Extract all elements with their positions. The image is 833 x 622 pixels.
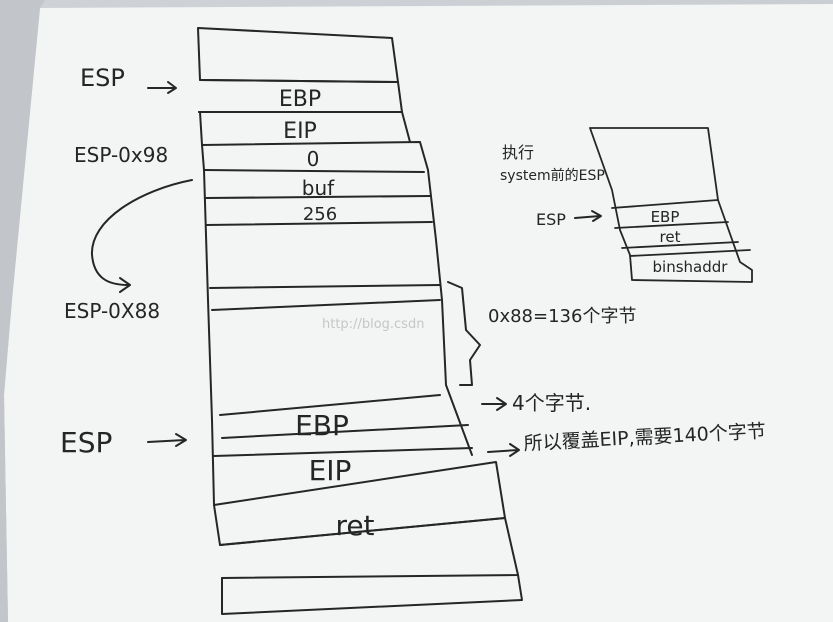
side-caption-line2: system前的ESP bbox=[500, 167, 605, 184]
annotation-136-bytes: 0x88=136个字节 bbox=[488, 306, 636, 327]
side-cell-binshaddr: binshaddr bbox=[653, 258, 729, 276]
cell-eip-bottom: EIP bbox=[309, 454, 352, 487]
label-esp-0x98: ESP-0x98 bbox=[74, 143, 168, 167]
cell-ebp-bottom: EBP bbox=[295, 409, 349, 442]
arrow-esp-top bbox=[147, 81, 177, 94]
cell-buf: buf bbox=[302, 176, 335, 200]
side-label-esp: ESP bbox=[536, 210, 566, 229]
cell-zero: 0 bbox=[307, 147, 320, 171]
label-esp-0x88: ESP-0X88 bbox=[64, 299, 160, 323]
side-caption-line1: 执行 bbox=[502, 143, 534, 162]
arrows bbox=[90, 81, 602, 457]
label-esp-top: ESP bbox=[80, 64, 125, 92]
arrow-overwrite bbox=[487, 443, 520, 457]
arrow-side-esp bbox=[574, 210, 602, 222]
cell-256: 256 bbox=[303, 204, 337, 225]
paper-shadow-edge bbox=[0, 0, 45, 622]
side-cell-ret: ret bbox=[660, 228, 681, 246]
side-stack-drawing bbox=[589, 127, 753, 283]
side-cell-ebp: EBP bbox=[651, 208, 680, 226]
cell-ret: ret bbox=[335, 509, 374, 542]
annotation-4-bytes: 4个字节. bbox=[512, 391, 591, 415]
cell-eip-top: EIP bbox=[283, 119, 317, 144]
paper-sheet bbox=[4, 4, 833, 622]
watermark: http://blog.csdn bbox=[322, 317, 424, 332]
label-esp-bottom: ESP bbox=[60, 426, 112, 459]
arrow-4-bytes bbox=[481, 397, 507, 411]
arrow-esp-bottom bbox=[147, 433, 187, 447]
arrow-curve-esp-0x88 bbox=[90, 179, 193, 293]
cell-ebp-top: EBP bbox=[279, 87, 321, 112]
main-stack-drawing bbox=[197, 27, 523, 615]
